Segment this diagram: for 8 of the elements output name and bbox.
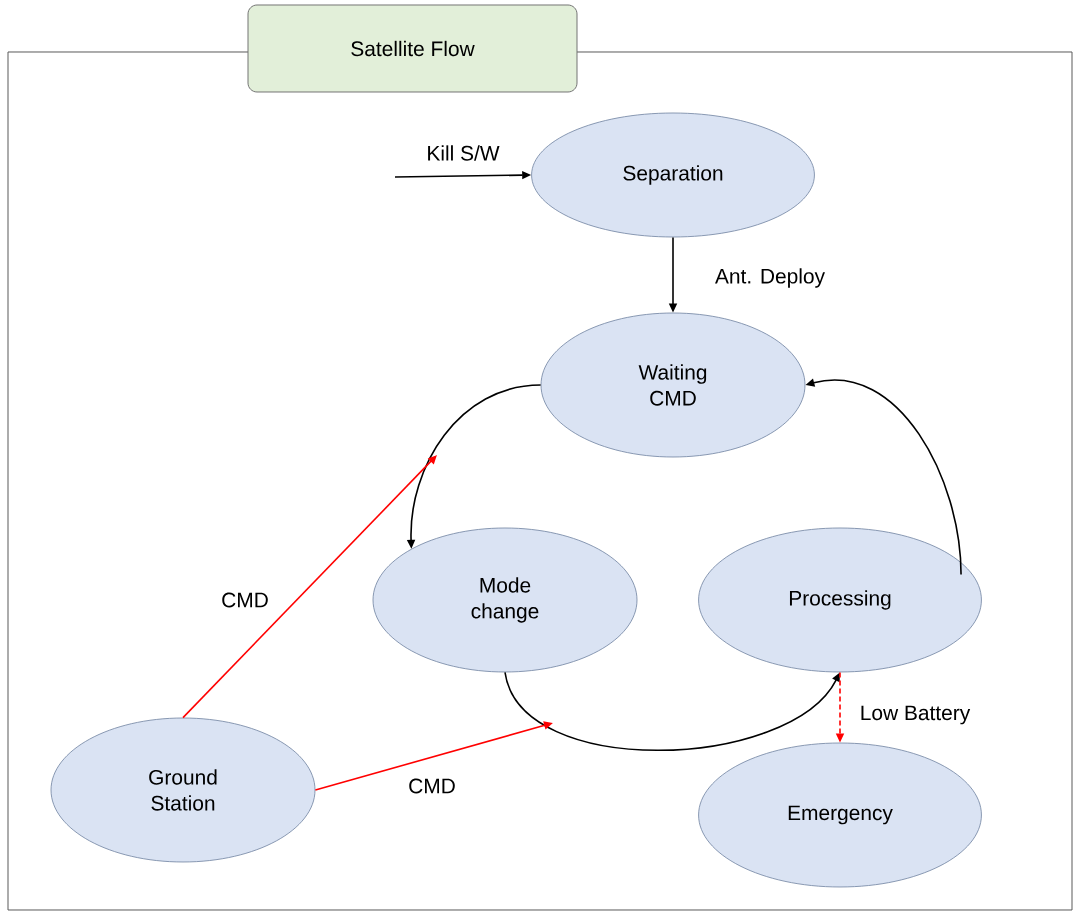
edge-label: CMD <box>407 777 457 795</box>
edge-label: Kill S/W <box>425 144 501 162</box>
arrow <box>504 671 840 752</box>
edge-label: CMD <box>220 591 270 609</box>
arrow <box>182 455 437 719</box>
edge-label: Ant. Deploy <box>713 267 827 289</box>
edge-label: Low Battery <box>858 704 972 726</box>
title-tab: Satellite Flow <box>247 4 578 93</box>
